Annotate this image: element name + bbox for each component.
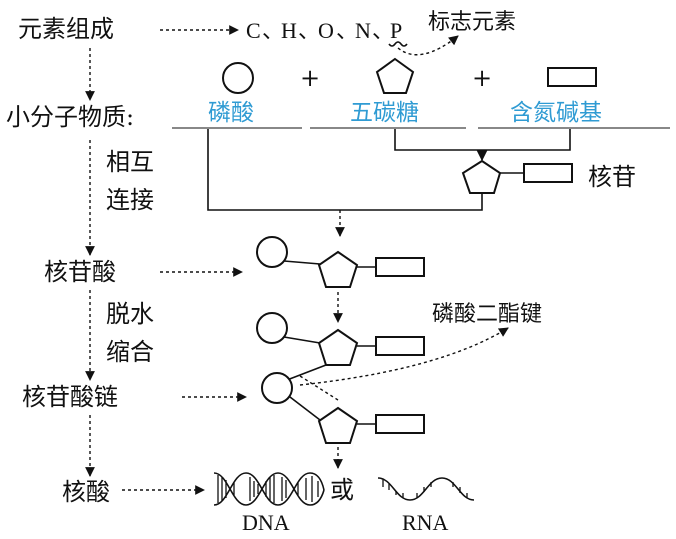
marker-element-label: 标志元素 (428, 10, 516, 35)
pentose-base-bracket (394, 129, 571, 151)
chain-phosphate-icon-1 (256, 312, 288, 344)
plus-sign-1: + (300, 64, 320, 92)
chain-bond-phosphate-2 (289, 396, 321, 421)
plus-sign-2: + (472, 64, 492, 92)
row-label-elements: 元素组成 (18, 15, 114, 43)
nucleoside-pentagon-icon (461, 159, 502, 194)
element-p-wavy-underline (388, 41, 408, 47)
chain-phosphate-icon-2 (261, 372, 293, 404)
element-p: P (390, 18, 402, 43)
phosphodiester-dashed-line (299, 375, 339, 401)
base-label: 含氮碱基 (510, 100, 602, 126)
nucleotide-structure (256, 236, 425, 288)
process-label-dehydrate-2: 缩合 (106, 338, 154, 366)
nucleotide-base-icon (375, 257, 425, 277)
nucleotide-pentagon-icon (317, 250, 359, 288)
row-label-small-molecules: 小分子物质: (6, 103, 134, 131)
element-sep-1: 、 (262, 18, 284, 43)
element-sep-2: 、 (298, 18, 320, 43)
chain-base-icon-1 (375, 336, 425, 356)
process-label-dehydrate-1: 脱水 (106, 300, 154, 328)
dna-label: DNA (242, 510, 290, 535)
rna-single-strand-icon (377, 477, 475, 501)
nucleoside-label: 核苷 (588, 163, 636, 191)
rna-label: RNA (402, 510, 449, 535)
nucleotide-phosphate-icon (256, 236, 288, 268)
phosphate-circle-icon (222, 62, 254, 94)
chain-pentagon-icon-1 (317, 328, 359, 366)
chain-pentagon-icon-2 (317, 406, 359, 444)
row-label-nucleotide: 核苷酸 (44, 258, 116, 286)
or-label: 或 (330, 476, 354, 504)
phosphodiester-bond-label: 磷酸二酯键 (432, 302, 542, 327)
pentose-label: 五碳糖 (350, 100, 419, 126)
row-label-nucleic-acid: 核酸 (62, 478, 110, 506)
element-sep-3: 、 (336, 18, 358, 43)
process-label-connect-1: 相互 (106, 148, 154, 176)
element-o: O (318, 18, 334, 43)
element-h: H (281, 18, 297, 43)
dna-double-helix-icon (213, 472, 325, 506)
element-formula: C 、 H 、 O 、 N 、 P (246, 18, 408, 47)
base-rectangle-icon (547, 67, 597, 87)
pentose-pentagon-icon (375, 57, 415, 94)
phosphate-label: 磷酸 (208, 100, 254, 126)
element-n: N (355, 18, 371, 43)
nucleotide-bond-phosphate (283, 260, 321, 265)
phosphodiester-bond-line (286, 364, 327, 381)
process-label-connect-2: 连接 (106, 186, 154, 214)
arrow-to-marker-element (397, 35, 459, 56)
phosphate-to-nucleoside-line (207, 129, 483, 211)
nucleoside-base-icon (523, 163, 573, 183)
chain-base-icon-2 (375, 414, 425, 434)
element-c: C (246, 18, 261, 43)
row-label-nucleotide-chain: 核苷酸链 (22, 383, 118, 411)
nucleotide-chain-structure (256, 312, 425, 444)
chain-bond-phosphate-1 (283, 336, 321, 344)
element-sep-4: 、 (372, 18, 394, 43)
